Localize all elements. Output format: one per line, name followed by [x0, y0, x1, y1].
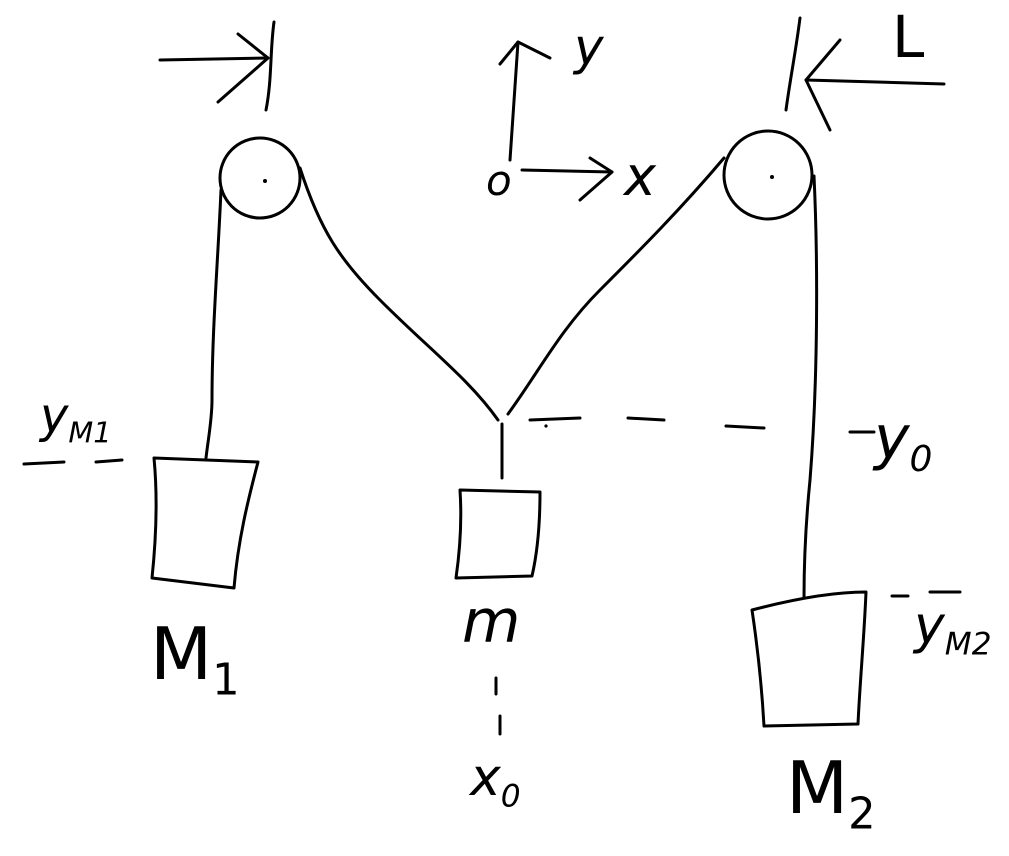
left-pulley-axle	[263, 179, 267, 183]
mass-m1-block	[150, 456, 260, 590]
rope-left-m1	[204, 188, 223, 460]
level-line-ym2	[890, 590, 962, 598]
mass-label-m: m	[462, 587, 521, 657]
coordinate-axes	[498, 40, 614, 202]
left-pulley	[218, 136, 302, 220]
level-line-y0	[528, 416, 876, 434]
level-label-ym2: yM2	[914, 596, 992, 663]
level-label-ym1: yM1	[40, 388, 112, 450]
right-distance-arrow	[784, 16, 946, 132]
distance-label: L	[892, 3, 925, 71]
axis-label-y: y	[574, 18, 604, 76]
level-label-y0: y0	[874, 403, 933, 480]
axis-label-x: x	[624, 145, 656, 208]
rope-right-knot	[506, 156, 726, 416]
level-label-x0: x0	[470, 748, 521, 815]
right-pulley	[722, 129, 814, 221]
rope-left-knot	[298, 166, 500, 422]
rope-right-m2	[802, 174, 819, 600]
mass-m2-block	[750, 590, 868, 728]
level-line-x0	[494, 676, 502, 736]
mass-label-m2: M2	[786, 746, 876, 840]
level-line-ym1	[22, 458, 124, 466]
mass-label-m1: M1	[150, 612, 240, 706]
mass-m-block	[454, 488, 542, 580]
left-distance-arrow	[158, 20, 276, 112]
origin-label: o	[486, 156, 512, 205]
right-pulley-axle	[770, 175, 774, 179]
